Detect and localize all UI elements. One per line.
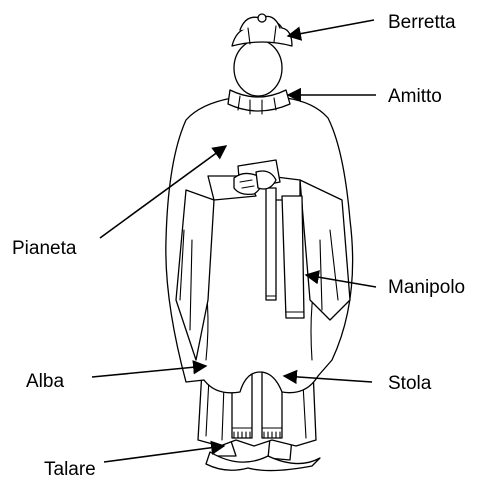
berretta-arrow bbox=[288, 20, 374, 36]
manipolo-shape bbox=[266, 188, 304, 318]
manipolo-label: Manipolo bbox=[388, 278, 465, 297]
berretta-shape bbox=[232, 14, 292, 46]
alba-label: Alba bbox=[26, 372, 64, 391]
talare-label: Talare bbox=[44, 460, 96, 479]
amitto-label: Amitto bbox=[388, 87, 442, 106]
stola-label: Stola bbox=[388, 374, 431, 393]
berretta-label: Berretta bbox=[388, 13, 456, 32]
talare-arrow bbox=[104, 446, 224, 462]
pianeta-label: Pianeta bbox=[12, 239, 76, 258]
head-shape bbox=[234, 40, 282, 96]
